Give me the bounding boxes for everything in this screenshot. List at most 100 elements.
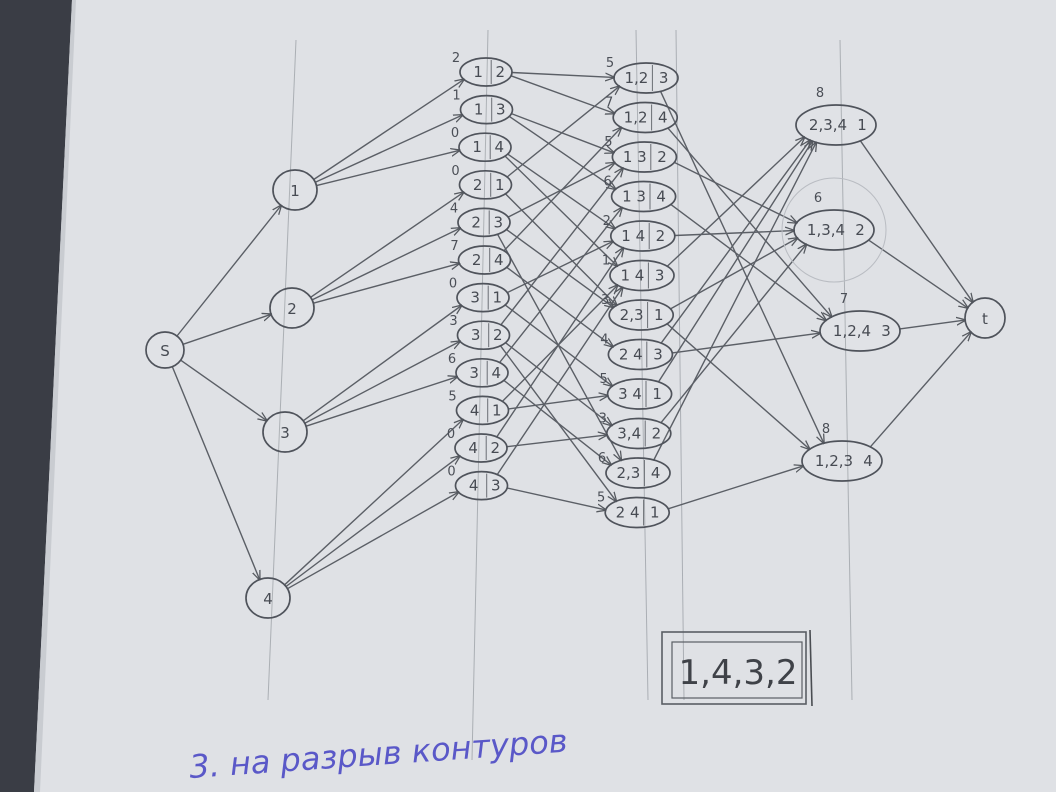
layer2-node-last: 1 [495, 176, 505, 194]
layer3-node-set: 3,4 [617, 425, 641, 443]
edge-s-to-node [182, 314, 271, 345]
layer3-node-last: 3 [655, 267, 665, 285]
edge-l2-to-l3 [496, 248, 624, 438]
edge-l2-to-l3 [506, 487, 606, 510]
edge-l2-to-l3 [506, 86, 619, 178]
layer1-node-label: 3 [280, 424, 290, 442]
edge-l2-to-l3 [496, 233, 622, 460]
edge-to-t [869, 332, 971, 448]
layer3-node-last: 4 [651, 464, 661, 482]
edge-l1-to-l2 [315, 150, 460, 187]
layer4-node [795, 104, 877, 146]
layer3-node [604, 496, 671, 529]
layer3-node [613, 62, 679, 94]
edge-l2-to-l3 [508, 115, 615, 189]
layer2-node [454, 470, 509, 501]
layer2-node-weight: 2 [452, 51, 460, 66]
layer3-node [612, 101, 679, 134]
layer3-node-set: 1 3 [622, 188, 646, 206]
layer4-node-last: 4 [863, 452, 873, 470]
edge-l1-to-l2 [304, 341, 460, 424]
layer2-node [456, 282, 510, 313]
layer4-node [801, 440, 883, 482]
layer4-node [793, 209, 875, 251]
layer2-node-set: 3 [470, 289, 480, 307]
layer3-node-weight: 3 [601, 293, 609, 308]
layer2-node-last: 2 [493, 326, 503, 344]
layer2-node-weight: 0 [451, 164, 459, 179]
layer2-node [456, 320, 511, 351]
edge-l2-to-l3 [503, 128, 621, 252]
layer2-node [454, 433, 508, 463]
layer3-node [608, 299, 675, 331]
edge-l3-to-l4 [657, 141, 813, 383]
edge-to-t [899, 320, 965, 330]
layer3-node-last: 2 [652, 425, 662, 443]
layer2-node-set: 2 [473, 176, 483, 194]
paper-shadow [34, 0, 76, 792]
layer3-node-weight: 2 [603, 214, 611, 229]
edge-l1-to-l2 [283, 420, 463, 586]
edge-l1-to-l2 [302, 306, 461, 422]
edge-l2-to-l3 [498, 208, 622, 364]
layer2-node-weight: 3 [449, 314, 457, 329]
layer2-node-last: 3 [496, 101, 506, 119]
edge-l1-to-l2 [309, 192, 464, 298]
edge-l3-to-l4 [669, 238, 798, 310]
edge-l3-to-l4 [670, 203, 826, 320]
layer4-node-set: 1,3,4 [807, 221, 845, 239]
layer3-node-set: 2,3 [620, 306, 644, 324]
layer2-node-set: 4 [470, 401, 480, 419]
layer2-node-set: 2 [472, 251, 482, 269]
source-node [145, 331, 185, 369]
layer1-node [272, 169, 318, 211]
layer3-node-set: 1,2 [624, 109, 648, 127]
layer2-node-weight: 0 [449, 277, 457, 292]
layer4-node-set: 2,3,4 [809, 116, 847, 134]
layer3-node [605, 417, 672, 450]
layer4-node-set: 1,2,3 [815, 452, 853, 470]
layer2-node-set: 1 [474, 101, 484, 119]
edge-l2-to-l3 [510, 112, 613, 153]
edge-l2-to-l3 [506, 435, 607, 448]
layer3-node-set: 1 3 [623, 148, 647, 166]
layer3-node [605, 457, 671, 489]
layer2-node-set: 2 [471, 213, 481, 231]
layer1-node-label: 4 [263, 590, 273, 608]
layer3-node-last: 1 [650, 504, 660, 522]
layer2-node [455, 395, 510, 426]
layer4-node-weight: 6 [814, 191, 822, 206]
layer2-node-weight: 7 [450, 239, 458, 254]
layer3-node-weight: 6 [598, 451, 606, 466]
layer3-node-weight: 3 [599, 412, 607, 427]
result-sequence: 1,4,3,2 [679, 653, 798, 693]
layer3-node-weight: 5 [599, 372, 607, 387]
layer3-node [609, 220, 676, 252]
edge-s-to-node [180, 359, 267, 421]
layer2-node [459, 94, 514, 125]
edge-l2-to-l3 [500, 168, 623, 326]
layer2-node-set: 4 [469, 477, 479, 495]
layer3-node [611, 141, 678, 173]
layer3-node-set: 1,2 [624, 69, 648, 87]
layer2-node [455, 357, 509, 388]
layer2-node [457, 245, 512, 275]
layer2-node-last: 3 [491, 477, 501, 495]
edge-l3-to-l4 [660, 244, 806, 424]
layer2-node [457, 207, 511, 238]
layer2-node-set: 1 [473, 63, 483, 81]
source-node-label: S [160, 342, 170, 360]
layer2-node-set: 3 [471, 326, 481, 344]
edge-l1-to-l2 [311, 228, 460, 301]
edge-l2-to-l3 [505, 228, 613, 308]
layer2-node-last: 4 [494, 251, 504, 269]
edge-l2-to-l3 [499, 345, 617, 501]
layer3-node-set: 2 4 [619, 346, 643, 364]
edge-layer [171, 71, 973, 590]
layer3-node-last: 1 [654, 306, 664, 324]
layer3-node [607, 338, 674, 371]
layer3-node-last: 1 [652, 385, 662, 403]
layer3-node-weight: 6 [603, 175, 611, 190]
layer3-node-last: 2 [657, 148, 667, 166]
